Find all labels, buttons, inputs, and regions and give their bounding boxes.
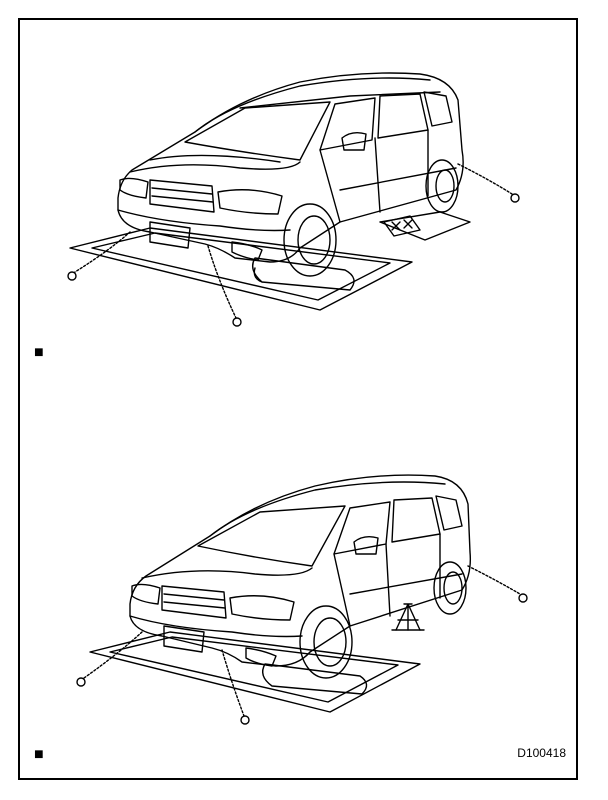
figure-code: D100418 xyxy=(517,746,566,760)
upper-front-wheel xyxy=(283,203,337,277)
lower-front-wheel xyxy=(299,605,353,679)
upper-rear-wheel xyxy=(425,159,459,213)
wheel-chock xyxy=(383,215,421,237)
upper-rear-platform xyxy=(379,211,471,241)
upper-panel xyxy=(67,72,520,327)
lower-grille xyxy=(161,585,227,619)
jack-stand xyxy=(391,603,425,631)
upper-chains xyxy=(74,163,513,319)
lower-panel xyxy=(76,474,528,725)
upper-windshield xyxy=(184,101,331,161)
upper-roller xyxy=(252,257,355,291)
lower-note-icon: ■ xyxy=(34,746,44,763)
upper-grille xyxy=(149,179,215,213)
lower-windshield xyxy=(197,505,346,567)
upper-platform xyxy=(69,227,413,311)
lower-rear-wheel xyxy=(433,561,467,615)
lower-hooks xyxy=(76,593,528,725)
upper-car-body xyxy=(117,72,464,263)
upper-platform-inner xyxy=(91,232,391,301)
lower-chains xyxy=(83,565,521,717)
upper-note-icon: ■ xyxy=(34,344,44,361)
figure-frame xyxy=(18,18,578,780)
upper-hooks xyxy=(67,193,520,327)
lower-platform xyxy=(89,631,421,713)
